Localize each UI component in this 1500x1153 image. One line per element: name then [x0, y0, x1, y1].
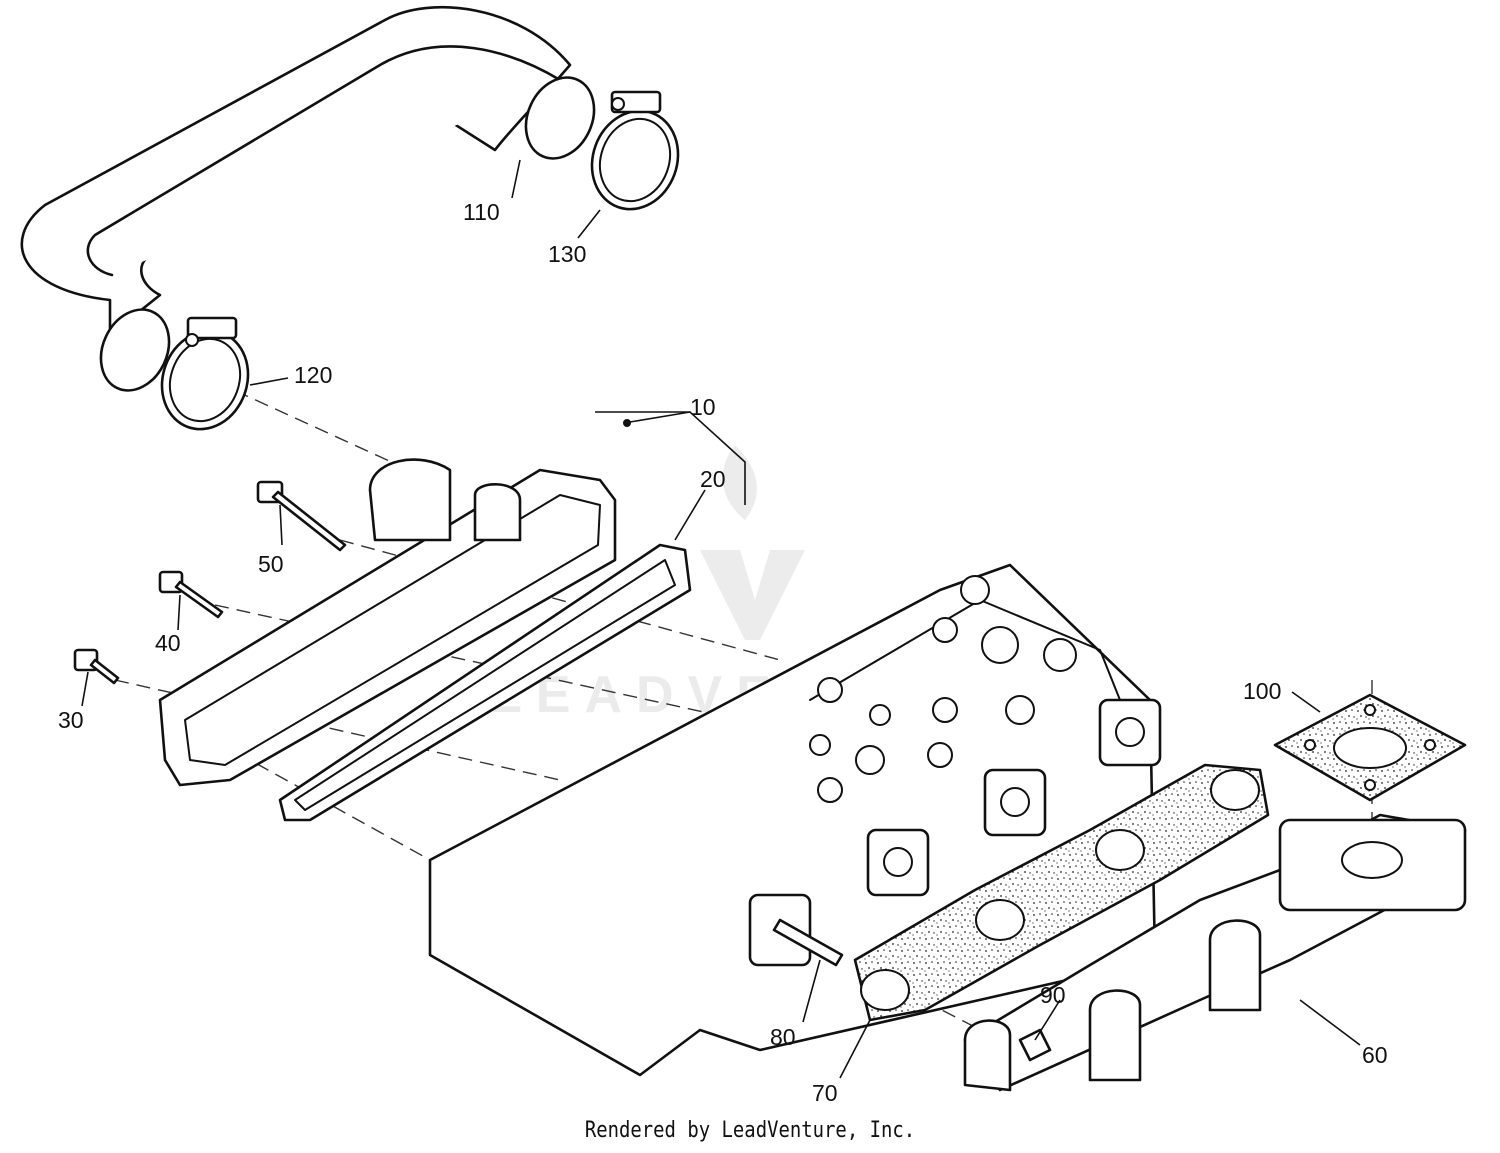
watermark-logo [700, 445, 805, 640]
callout-30: 30 [58, 707, 84, 733]
part-110-hose[interactable] [20, 5, 607, 401]
footer-credit: Rendered by LeadVenture, Inc. [584, 1118, 916, 1143]
part-70-exhaust-gasket[interactable] [853, 763, 1270, 1022]
part-50-bolt[interactable] [256, 480, 347, 552]
callout-120: 120 [294, 362, 332, 388]
callout-20: 20 [700, 466, 726, 492]
callout-120-130: 130 [548, 241, 586, 267]
part-120-hose-clamp[interactable] [148, 316, 261, 441]
part-130-hose-clamp[interactable] [578, 90, 691, 221]
callout-80: 80 [770, 1024, 796, 1050]
callout-70: 70 [812, 1080, 838, 1106]
callout-100: 100 [1243, 678, 1281, 704]
part-100-flange-gasket[interactable] [1273, 693, 1467, 802]
part-30-bolt[interactable] [73, 648, 120, 685]
callout-10: 10 [690, 394, 716, 420]
callout-10-bracket [595, 411, 746, 505]
part-20-manifold-gasket[interactable] [278, 543, 692, 822]
part-80-stud[interactable] [772, 918, 844, 967]
part-10-intake-manifold[interactable] [158, 458, 617, 787]
callout-90: 90 [1040, 982, 1066, 1008]
callout-labels: 10 20 30 40 50 60 70 80 90 100 110 130 1… [58, 199, 1388, 1106]
part-60-exhaust-manifold[interactable] [963, 813, 1467, 1092]
leader-lines [81, 159, 1361, 1079]
part-90-nut[interactable] [1018, 1028, 1052, 1062]
callout-110: 110 [463, 199, 500, 225]
part-40-bolt[interactable] [158, 570, 224, 619]
callout-40: 40 [155, 630, 181, 656]
callout-50: 50 [258, 551, 284, 577]
callout-60: 60 [1362, 1042, 1388, 1068]
